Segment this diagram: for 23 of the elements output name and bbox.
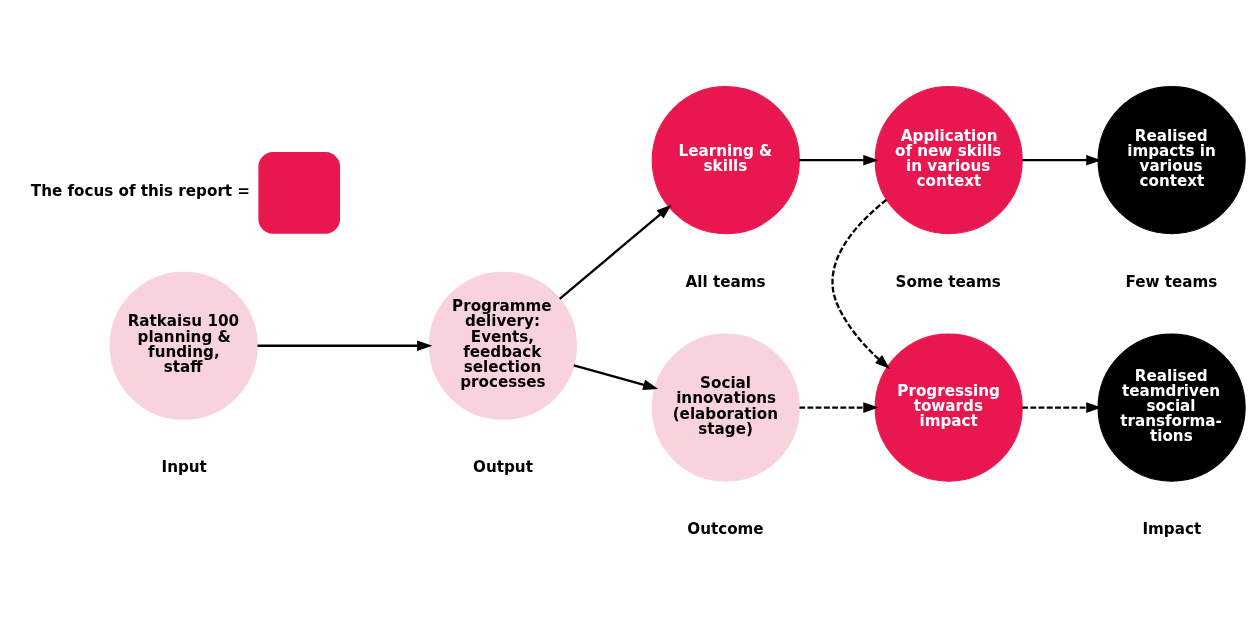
node-circle: Realised impacts in various context [1097,86,1246,235]
label: Output [473,458,533,477]
node-circle: Learning & skills [651,86,800,235]
arrow [1022,402,1102,413]
label: All teams [685,272,766,291]
arrow [799,402,879,413]
label: Few teams [1125,272,1218,291]
label: Impact [1142,520,1202,539]
node-circle: Realised teamdriven social transforma-tions [1097,333,1246,482]
node-circle: Ratkaisu 100 planning & funding, staff [109,271,258,420]
arrow [799,154,879,166]
legend-label: The focus of this report = [30,181,251,200]
arrow [573,364,659,391]
arrow [257,340,433,352]
arrow [1022,154,1102,166]
label: Some teams [895,272,1001,291]
node-circle: Application of new skills in various context [874,86,1023,235]
label: Input [161,458,207,477]
label: Outcome [687,520,764,539]
arrow [831,198,890,370]
node-circle: Social innovations (elaboration stage) [651,333,800,482]
node-circle: Programme delivery: Events, feedback selection processes [428,271,577,420]
arrow [558,204,672,300]
